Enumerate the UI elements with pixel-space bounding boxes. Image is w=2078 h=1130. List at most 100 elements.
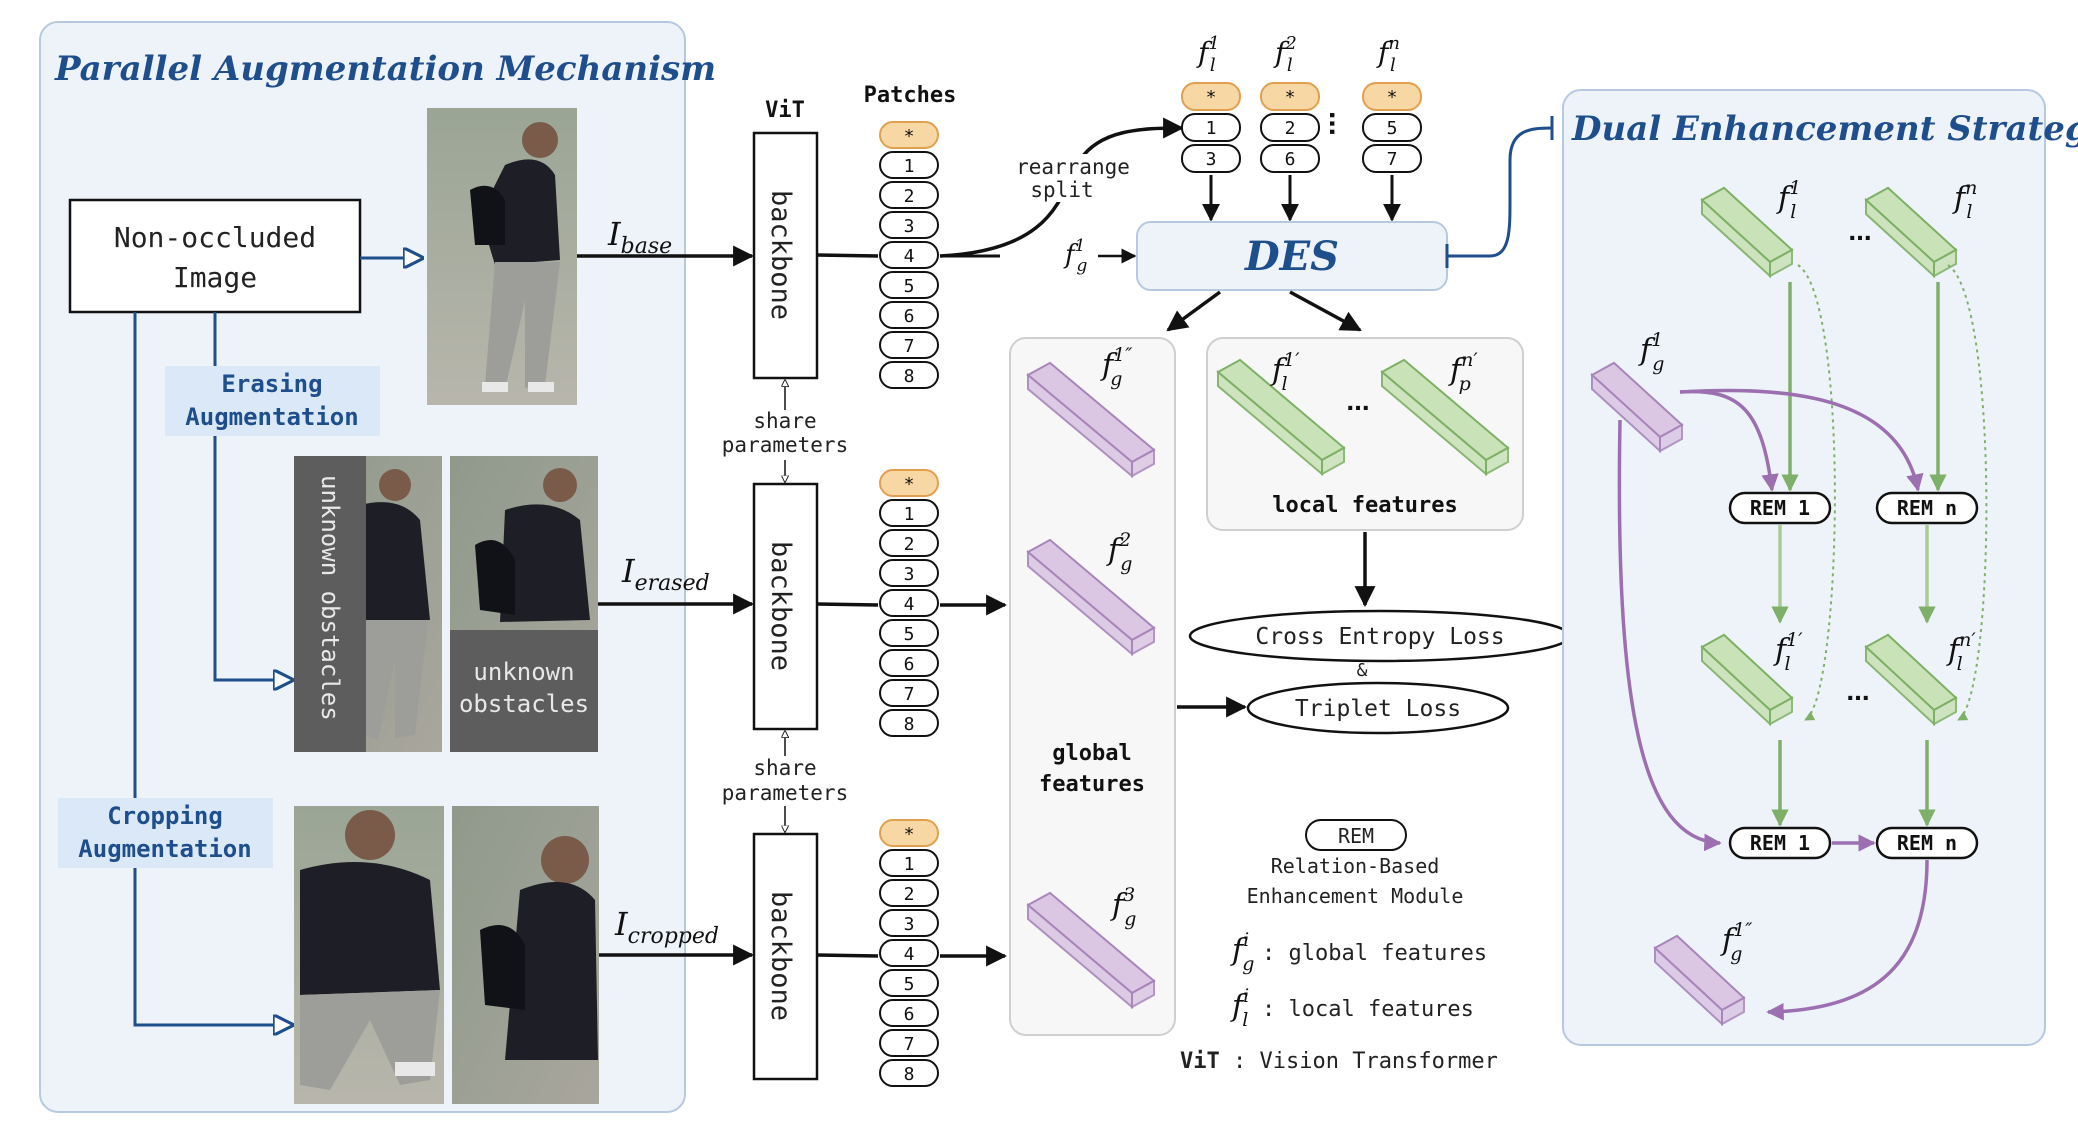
patches-label: Patches bbox=[864, 83, 957, 108]
token-stack-erased: * 1 2 3 4 5 6 7 8 bbox=[879, 469, 939, 737]
backbone-2: backbone bbox=[752, 482, 819, 731]
global-features-box bbox=[1009, 337, 1176, 1036]
backbone-2-label: backbone bbox=[765, 541, 796, 671]
cuboid-bottom bbox=[1654, 945, 1723, 1027]
token-label: 7 bbox=[904, 336, 915, 357]
token-label: 1 bbox=[904, 504, 915, 525]
rem1-bottom-label: REM 1 bbox=[1750, 831, 1810, 855]
local-features-box bbox=[1206, 337, 1524, 531]
cropped-photo-1 bbox=[294, 806, 444, 1104]
group-patch-token: 7 bbox=[1362, 144, 1422, 173]
legend-vit: ViT : Vision Transformer bbox=[1180, 1049, 1498, 1074]
local-ellipsis: ... bbox=[1346, 385, 1369, 416]
cuboid-bottom bbox=[1591, 372, 1661, 454]
token-label: 5 bbox=[904, 974, 915, 995]
rearrange-text: rearrange bbox=[1016, 155, 1130, 179]
group-token-label: * bbox=[1206, 87, 1217, 108]
global-label-line2: features bbox=[1039, 772, 1145, 797]
erasing-label-line2: Augmentation bbox=[185, 403, 358, 431]
token-label: 8 bbox=[904, 1064, 915, 1085]
patch-token: 8 bbox=[879, 1059, 939, 1087]
des-panel bbox=[1562, 89, 2046, 1046]
patch-token: 3 bbox=[879, 909, 939, 937]
patch-token: 1 bbox=[879, 849, 939, 877]
global-feature-cuboid-1 bbox=[1026, 361, 1156, 479]
token-label: * bbox=[904, 126, 915, 147]
cls-token: * bbox=[879, 819, 939, 847]
des-dotted-ln bbox=[1947, 264, 1988, 721]
patch-token: 7 bbox=[879, 331, 939, 359]
share-2-line1: share bbox=[753, 756, 816, 780]
token-label: * bbox=[904, 824, 915, 845]
erasing-label-line1: Erasing bbox=[221, 370, 322, 398]
arrow-backbone1-tokens bbox=[816, 253, 879, 258]
des-global-cuboid-1 bbox=[1590, 361, 1684, 454]
backbone-1: backbone bbox=[752, 131, 819, 380]
cuboid-bottom bbox=[1027, 372, 1133, 479]
rem1-bottom bbox=[1728, 826, 1832, 860]
des-purple-to-remn bbox=[1679, 388, 1924, 492]
obstacle-vertical-text: unknown obstacles bbox=[316, 475, 344, 721]
local-token-groups: *13*26*57 bbox=[1181, 82, 1422, 173]
des-global-output-cuboid bbox=[1653, 934, 1746, 1027]
token-label: 8 bbox=[904, 714, 915, 735]
cropped-photo-2 bbox=[452, 806, 599, 1104]
token-label: 2 bbox=[904, 534, 915, 555]
patch-token: 5 bbox=[879, 271, 939, 299]
local-features-label: local features bbox=[1272, 493, 1457, 518]
patch-token: 8 bbox=[879, 361, 939, 389]
token-label: 4 bbox=[904, 594, 915, 615]
token-label: 5 bbox=[904, 624, 915, 645]
patch-token: 4 bbox=[879, 589, 939, 617]
group-token-label: * bbox=[1387, 87, 1398, 108]
backbone-3-label: backbone bbox=[765, 891, 796, 1021]
rem1-top-label: REM 1 bbox=[1750, 496, 1810, 520]
des-panel-title: Dual Enhancement Strategy bbox=[1571, 109, 2078, 149]
token-label: 3 bbox=[904, 216, 915, 237]
patch-token: 3 bbox=[879, 559, 939, 587]
global-label-line1: global bbox=[1052, 741, 1131, 766]
group-cls-token: * bbox=[1362, 82, 1422, 111]
token-label: 2 bbox=[904, 186, 915, 207]
des-local-cuboid-np bbox=[1864, 633, 1958, 727]
token-label: * bbox=[904, 474, 915, 495]
patch-token: 7 bbox=[879, 679, 939, 707]
arrow-des-global bbox=[1166, 290, 1222, 332]
input-label-line1: Non-occluded bbox=[114, 221, 316, 254]
group-token-label: 2 bbox=[1285, 118, 1296, 139]
des-mid-ellipsis: ... bbox=[1846, 675, 1869, 706]
patch-token: 6 bbox=[879, 649, 939, 677]
des-top-ellipsis: ... bbox=[1848, 215, 1871, 246]
cuboid-bottom bbox=[1865, 644, 1935, 727]
legend-fl-desc: : local features bbox=[1262, 997, 1474, 1022]
cls-token: * bbox=[879, 121, 939, 149]
patch-token: 1 bbox=[879, 499, 939, 527]
patch-token: 1 bbox=[879, 151, 939, 179]
cuboid-bottom bbox=[1027, 549, 1133, 657]
cuboid-bottom bbox=[1701, 197, 1771, 279]
token-label: 1 bbox=[904, 156, 915, 177]
cuboid-bottom bbox=[1217, 369, 1323, 477]
patch-token: 4 bbox=[879, 939, 939, 967]
token-label: 6 bbox=[904, 306, 915, 327]
patch-token: 2 bbox=[879, 529, 939, 557]
patch-token: 5 bbox=[879, 619, 939, 647]
group-patch-token: 3 bbox=[1181, 144, 1241, 173]
group-token-label: 5 bbox=[1387, 118, 1398, 139]
remn-bottom bbox=[1875, 826, 1979, 860]
token-label: 3 bbox=[904, 914, 915, 935]
token-label: 4 bbox=[904, 246, 915, 267]
cuboid-bottom bbox=[1701, 644, 1771, 727]
token-label: 7 bbox=[904, 684, 915, 705]
patch-token: 3 bbox=[879, 211, 939, 239]
group-ellipsis: ... bbox=[1323, 111, 1356, 136]
group-cls-token: * bbox=[1260, 82, 1320, 111]
des-label: DES bbox=[1244, 233, 1339, 280]
erased-photo-2: unknown obstacles bbox=[450, 456, 598, 752]
group-token-label: 6 bbox=[1285, 149, 1296, 170]
